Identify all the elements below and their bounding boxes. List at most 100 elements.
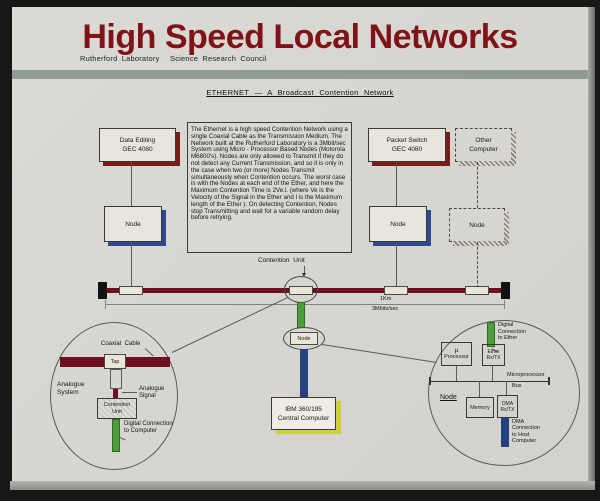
cable-speed-label: 3Mbits/sec bbox=[372, 306, 399, 312]
ibm-line1: IBM 360/195 bbox=[285, 405, 322, 413]
dma-line2: Rx/TX bbox=[500, 406, 515, 413]
analogue-signal-line2: Signal bbox=[139, 393, 156, 399]
dma-conn-line4: Computer bbox=[512, 437, 537, 444]
bus-end-tick bbox=[429, 377, 431, 385]
dimension-tick bbox=[504, 300, 505, 309]
node-box-dashed: Node bbox=[449, 208, 509, 246]
node-label: Node bbox=[390, 220, 406, 228]
dimension-tick bbox=[105, 300, 106, 309]
data-editing-box: Data Editing GEC 4080 bbox=[99, 128, 176, 162]
contention-unit-line1: Contention bbox=[103, 402, 131, 408]
tap-label: Tap bbox=[110, 358, 120, 365]
connector-line bbox=[396, 162, 397, 206]
frame-edge-right bbox=[588, 7, 595, 481]
node-ellipse-box: Node bbox=[290, 332, 318, 345]
other-computer-box: Other Computer bbox=[455, 128, 516, 166]
cable-tap bbox=[119, 286, 143, 295]
node-label: Node bbox=[297, 335, 311, 342]
memory-box: Memory bbox=[466, 397, 494, 418]
microprocessor-bus-line bbox=[430, 381, 549, 382]
contention-unit-circle bbox=[284, 276, 318, 303]
node-detail-label: Node bbox=[440, 394, 457, 401]
node-box-left: Node bbox=[104, 206, 162, 242]
cable-tap bbox=[465, 286, 489, 295]
connector-line bbox=[492, 366, 493, 381]
org-label-rutherford: Rutherford Laboratory bbox=[80, 54, 160, 63]
dma-line1: DMA bbox=[501, 400, 514, 407]
digital-connection-label: Digital Connection to Computer bbox=[124, 421, 173, 435]
tap-box: Tap bbox=[104, 354, 126, 369]
ether-rxtx-line1: Ether bbox=[487, 349, 500, 355]
analogue-system-line2: System bbox=[57, 389, 79, 396]
ether-conn-line2: Connection bbox=[498, 328, 526, 335]
connector-line-dashed bbox=[477, 242, 478, 288]
connector-line bbox=[131, 242, 132, 288]
dma-link-blue bbox=[300, 349, 308, 398]
dma-conn-line3: to Host bbox=[512, 431, 530, 438]
ibm-line2: Central Computer bbox=[277, 414, 330, 422]
microprocessor-box: µ Processor bbox=[441, 342, 472, 366]
node-detail-circle bbox=[428, 320, 580, 466]
cable-length-label: 1Km bbox=[380, 296, 392, 302]
description-text-box: The Ethernet is a high speed Contention … bbox=[187, 122, 352, 253]
packet-switch-line2: GEC 4080 bbox=[391, 146, 423, 153]
arrow-down-icon bbox=[302, 273, 306, 277]
processor-label: Processor bbox=[444, 354, 469, 360]
dma-conn-line1: DMA bbox=[512, 419, 525, 425]
section-heading: ETHERNET — A Broadcast Contention Networ… bbox=[206, 88, 394, 97]
analogue-signal-segment bbox=[113, 389, 118, 398]
dimension-line bbox=[105, 304, 505, 305]
analogue-system-line1: Analogue bbox=[57, 381, 85, 388]
memory-label: Memory bbox=[470, 404, 490, 411]
digital-connection-green-bar bbox=[112, 419, 120, 452]
contention-unit-detail-box: Contention Unit bbox=[97, 398, 137, 419]
coaxial-cable-label: Coaxial Cable bbox=[101, 341, 141, 347]
digital-connection-ether-label: Digital Connection to Ether bbox=[498, 322, 526, 342]
frame-edge-bottom bbox=[10, 481, 595, 490]
bus-end-tick bbox=[548, 377, 550, 385]
dma-box: DMA Rx/TX bbox=[497, 395, 518, 418]
connector-line bbox=[479, 381, 480, 397]
leader-line bbox=[304, 266, 305, 274]
microprocessor-bus-label1: Microprocessor bbox=[507, 372, 545, 378]
node-label: Node bbox=[125, 220, 141, 228]
analogue-detail-circle bbox=[50, 322, 178, 470]
data-editing-line1: Data Editing bbox=[119, 137, 156, 144]
packet-switch-box: Packet Switch GEC 4080 bbox=[368, 128, 446, 162]
dma-conn-line2: Connection bbox=[512, 425, 540, 432]
connector-line bbox=[456, 366, 457, 381]
org-label-src: Science Research Council bbox=[170, 54, 267, 63]
analogue-signal-label: Analogue Signal bbox=[139, 386, 164, 400]
contention-unit-label: Contention Unit bbox=[258, 257, 305, 264]
digital-link-green bbox=[297, 302, 305, 329]
connector-line bbox=[396, 242, 397, 288]
analogue-signal-line1: Analogue bbox=[139, 386, 165, 392]
connector-line-dashed bbox=[477, 162, 478, 208]
data-editing-line2: GEC 4080 bbox=[122, 146, 153, 153]
page-title: High Speed Local Networks bbox=[82, 18, 518, 56]
mu-symbol: µ bbox=[454, 347, 459, 354]
ether-transceiver-box: Ether Rx/TX bbox=[482, 344, 505, 366]
digital-connection-line2: to Computer bbox=[124, 428, 158, 434]
leader-line bbox=[122, 392, 137, 393]
dma-host-blue-bar bbox=[501, 418, 509, 447]
ether-rxtx-line2: Rx/TX bbox=[486, 355, 501, 361]
analogue-system-label: Analogue System bbox=[57, 381, 84, 397]
digital-connection-line1: Digital Connection bbox=[124, 421, 173, 427]
connector-line bbox=[131, 162, 132, 206]
node-box-mid: Node bbox=[369, 206, 427, 242]
cable-terminator-right bbox=[501, 282, 510, 299]
dma-connection-label: DMA Connection to Host Computer bbox=[512, 419, 540, 444]
ether-conn-line1: Digital bbox=[498, 322, 514, 328]
other-computer-line1: Other bbox=[475, 137, 492, 144]
cable-terminator-left bbox=[98, 282, 107, 299]
connector-line bbox=[506, 381, 507, 395]
contention-unit-line2: Unit bbox=[112, 408, 122, 415]
header-divider-bar bbox=[12, 70, 588, 79]
tap-stem bbox=[110, 369, 122, 389]
packet-switch-line1: Packet Switch bbox=[386, 137, 428, 144]
ether-conn-line3: to Ether bbox=[498, 335, 518, 341]
microprocessor-bus-label2: Bus bbox=[512, 383, 522, 389]
other-computer-line2: Computer bbox=[469, 146, 498, 153]
ibm-central-computer-box: IBM 360/195 Central Computer bbox=[271, 397, 336, 430]
